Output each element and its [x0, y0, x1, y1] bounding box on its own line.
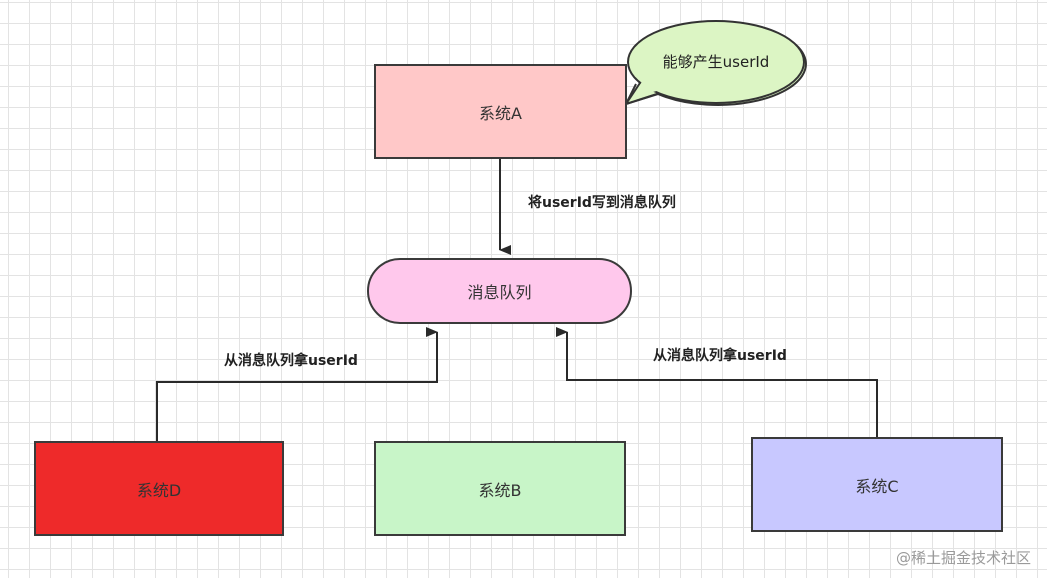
node-message-queue-label: 消息队列: [467, 283, 532, 302]
edge-label-c-from-queue: 从消息队列拿userId: [653, 348, 787, 364]
node-message-queue: 消息队列: [367, 258, 632, 324]
watermark: @稀土掘金技术社区: [895, 549, 1031, 567]
node-system-b-label: 系统B: [478, 480, 522, 500]
node-system-a: 系统A: [374, 64, 627, 159]
node-system-d-label: 系统D: [136, 480, 182, 500]
edge-c-to-queue: [556, 327, 878, 437]
edge-d-to-queue: [156, 327, 438, 441]
callout-tail-cover: [632, 80, 660, 98]
node-system-d: 系统D: [34, 441, 284, 536]
edge-label-a-to-queue: 将userId写到消息队列: [528, 195, 676, 211]
node-system-b: 系统B: [374, 441, 626, 536]
node-system-c-label: 系统C: [855, 476, 899, 496]
callout-bubble: [623, 20, 807, 106]
callout-body: [627, 20, 805, 104]
callout-label: 能够产生userId: [662, 52, 770, 71]
edge-label-d-from-queue: 从消息队列拿userId: [224, 353, 358, 369]
node-system-a-label: 系统A: [479, 103, 522, 123]
node-system-c: 系统C: [751, 437, 1003, 532]
